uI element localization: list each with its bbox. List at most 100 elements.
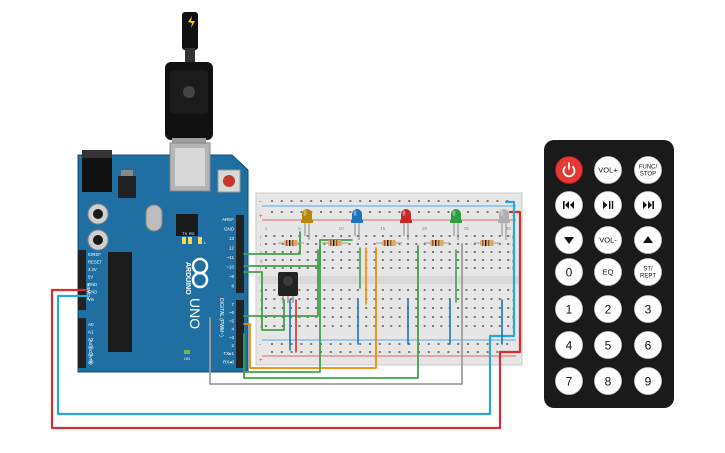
wire-gray[interactable]	[209, 243, 463, 385]
remote-button-4[interactable]: 4	[555, 331, 583, 359]
skip-back-icon	[563, 201, 574, 209]
remote-button-1[interactable]: 1	[555, 295, 583, 323]
analog-pin-label: A2	[88, 337, 94, 342]
rail-minus-bottom: -	[259, 342, 261, 348]
breadboard-row-letter: f	[260, 266, 262, 271]
remote-button-0[interactable]: 0	[555, 258, 583, 286]
breadboard-row-letter: j	[259, 234, 261, 239]
remote-button-9[interactable]: 9	[634, 367, 662, 395]
ir-receiver[interactable]	[278, 272, 298, 303]
play-pause-icon	[603, 201, 614, 209]
remote-button-st-rept[interactable]: ST/REPT	[634, 258, 662, 286]
rail-plus-bottom: +	[259, 358, 263, 364]
remote-button-vol[interactable]: VOL-	[594, 226, 622, 254]
power-pin-label: 3.3V	[88, 267, 97, 272]
skip-forward-icon	[643, 201, 654, 209]
digital-pin-label: ~11	[227, 255, 235, 260]
rail-plus-top: +	[259, 214, 263, 220]
usb-icon	[183, 86, 195, 98]
remote-button-up[interactable]	[634, 226, 662, 254]
resistor[interactable]	[474, 240, 500, 246]
led-blue[interactable]	[351, 209, 363, 240]
reset-button-cap[interactable]	[223, 175, 235, 187]
power-header[interactable]	[78, 250, 86, 310]
remote-button-down[interactable]	[555, 226, 583, 254]
remote-button-prev[interactable]	[555, 191, 583, 219]
digital-pin-label: ~9	[229, 274, 235, 279]
remote-button-3[interactable]: 3	[634, 295, 662, 323]
led-tx-label: TX	[182, 231, 187, 236]
resistor[interactable]	[278, 240, 304, 246]
triangle-up-icon	[643, 236, 653, 243]
digital-label: DIGITAL (PWM~)	[218, 298, 224, 337]
wire-green-pin6[interactable]	[243, 249, 319, 317]
wire-green-pin5[interactable]	[243, 245, 321, 373]
remote-button-power[interactable]	[555, 156, 583, 184]
wire-orange[interactable]	[243, 247, 377, 369]
power-label: POWER	[86, 282, 91, 300]
digital-header-bottom[interactable]	[236, 300, 244, 368]
resistor[interactable]	[322, 240, 348, 246]
wire-red-5v[interactable]	[50, 210, 522, 430]
leds	[301, 209, 510, 240]
digital-pin-label: GND	[224, 227, 235, 232]
remote-button-7[interactable]: 7	[555, 367, 583, 395]
analog-pin-label: A3	[88, 345, 94, 350]
digital-header-top[interactable]	[236, 215, 244, 293]
breadboard-column-number: 1	[265, 226, 268, 231]
brand-label: ARDUINO	[184, 262, 191, 295]
remote-button-play-pause[interactable]	[594, 191, 622, 219]
power-pin-label: IOREF	[88, 252, 101, 257]
remote-button-8[interactable]: 8	[594, 367, 622, 395]
analog-pin-label: A0	[88, 322, 94, 327]
digital-pin-label: 2	[231, 343, 234, 348]
wire-green-pin11[interactable]	[243, 271, 285, 331]
remote-button-eq[interactable]: EQ	[594, 258, 622, 286]
wire-green-long[interactable]	[243, 245, 419, 379]
digital-pin-label: ~5	[229, 318, 235, 323]
on-label: ON	[184, 356, 190, 361]
rail-minus-top: -	[259, 199, 261, 205]
analog-pin-label: A4	[88, 352, 94, 357]
analog-pin-label: A5	[88, 360, 94, 365]
remote-button-6[interactable]: 6	[634, 331, 662, 359]
digital-pin-label: ~6	[229, 310, 235, 315]
power-pin-label: Vin	[88, 297, 95, 302]
led-orange[interactable]	[301, 209, 313, 240]
analog-header[interactable]	[78, 318, 86, 368]
resistor[interactable]	[376, 240, 402, 246]
breadboard-column-number: 25	[464, 226, 470, 231]
wire-green-pin13[interactable]	[243, 231, 301, 255]
remote-button-vol[interactable]: VOL+	[594, 156, 622, 184]
led-red[interactable]	[400, 209, 412, 240]
usb-cable	[165, 12, 213, 148]
arduino-infinity-logo	[191, 257, 209, 289]
remote-button-2[interactable]: 2	[594, 295, 622, 323]
led-green[interactable]	[450, 209, 462, 240]
breadboard-row-letter: i	[512, 242, 513, 247]
breadboard-column-number: 10	[339, 226, 345, 231]
remote-button-next[interactable]	[634, 191, 662, 219]
analog-label: ANALOG IN	[88, 340, 93, 365]
resistor[interactable]	[424, 240, 450, 246]
power-pin-label: GND	[88, 282, 97, 287]
digital-pin-label: 8	[231, 284, 234, 289]
breadboard-column-number: 15	[380, 226, 386, 231]
analog-pin-label: A1	[88, 330, 94, 335]
digital-pin-label: AREF	[222, 217, 234, 222]
power-pin-label: GND	[88, 290, 97, 295]
breadboard-column-number: 5	[298, 226, 301, 231]
led-white[interactable]	[498, 209, 510, 240]
digital-pin-label: ~3	[229, 335, 235, 340]
remote-button-5[interactable]: 5	[594, 331, 622, 359]
wire-cyan-gnd[interactable]	[56, 200, 516, 416]
remote-button-func-stop[interactable]: FUNC/STOP	[634, 156, 662, 184]
